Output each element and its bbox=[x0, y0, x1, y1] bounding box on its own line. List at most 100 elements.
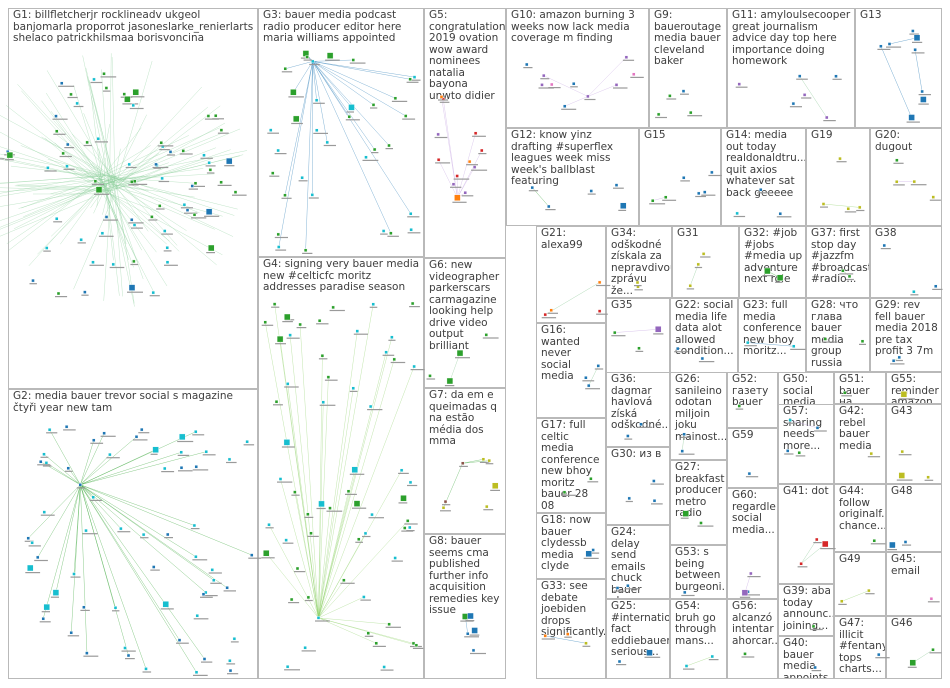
cluster-g54: G54: bruh go through mans... bbox=[670, 599, 727, 679]
cluster-label: G3: bauer media podcast radio producer e… bbox=[263, 10, 421, 45]
cluster-g31: G31 bbox=[672, 226, 739, 298]
cluster-g17: G17: full celtic media conference new bh… bbox=[536, 418, 606, 513]
cluster-g32: G32: #job #jobs #media up adventure next… bbox=[739, 226, 806, 298]
cluster-g51: G51: bauer на интерес... и тот... bbox=[834, 372, 886, 404]
cluster-label: G32: #job #jobs #media up adventure next… bbox=[744, 228, 803, 286]
cluster-g57: G57: sharing needs more... bbox=[778, 404, 834, 484]
cluster-label: G21: alexa99 bbox=[541, 228, 603, 251]
cluster-label: G29: rev fell bauer media 2018 pre tax p… bbox=[875, 300, 939, 358]
cluster-g7: G7: da em e queimadas q na estão média d… bbox=[424, 388, 506, 534]
cluster-g45: G45: email bbox=[886, 552, 942, 616]
cluster-g49: G49 bbox=[834, 552, 886, 616]
cluster-label: G54: bruh go through mans... bbox=[675, 601, 724, 647]
cluster-g25: G25: #internatio... fact eddiebauer seri… bbox=[606, 599, 670, 679]
cluster-g55: G55: reminder amazon forest... bbox=[886, 372, 942, 404]
cluster-label: G51: bauer на интерес... и тот... bbox=[839, 374, 883, 404]
cluster-label: G23: full media conference new bhoy mori… bbox=[743, 300, 803, 358]
cluster-label: G55: reminder amazon forest... bbox=[891, 374, 939, 404]
cluster-label: G28: что глава bauer media group russia … bbox=[811, 300, 867, 372]
cluster-label: G5: congratulations 2019 ovation wow awa… bbox=[429, 10, 503, 102]
cluster-g60: G60: regardle... social media... bbox=[727, 488, 778, 599]
cluster-label: G38 bbox=[875, 228, 939, 240]
cluster-g19: G19 bbox=[806, 128, 870, 226]
cluster-g10: G10: amazon burning 3 weeks now lack med… bbox=[506, 8, 649, 128]
cluster-g36: G36: dagmar havlová získá odškodné... bbox=[606, 372, 670, 447]
cluster-g21: G21: alexa99 bbox=[536, 226, 606, 323]
cluster-label: G42: rebel bauer media bbox=[839, 406, 883, 452]
cluster-g5: G5: congratulations 2019 ovation wow awa… bbox=[424, 8, 506, 258]
cluster-g2: G2: media bauer trevor social s magazine… bbox=[8, 389, 258, 679]
cluster-g20: G20: dugout bbox=[870, 128, 942, 226]
cluster-label: G7: da em e queimadas q na estão média d… bbox=[429, 390, 503, 448]
cluster-g42: G42: rebel bauer media bbox=[834, 404, 886, 484]
cluster-g43: G43 bbox=[886, 404, 942, 484]
cluster-g18: G18: now bauer clydessb media clyde bbox=[536, 513, 606, 579]
cluster-g4: G4: signing very bauer media new #celtic… bbox=[258, 257, 424, 679]
cluster-g22: G22: social media life data alot allowed… bbox=[670, 298, 738, 378]
cluster-label: G22: social media life data alot allowed… bbox=[675, 300, 735, 358]
cluster-label: G49 bbox=[839, 554, 883, 566]
cluster-label: G1: billfletcherjr rocklineadv ukgeol ba… bbox=[13, 10, 255, 45]
cluster-g46: G46 bbox=[886, 616, 942, 679]
cluster-label: G13 bbox=[860, 10, 939, 22]
cluster-label: G44: follow originalf... chance... bbox=[839, 486, 883, 532]
cluster-g35: G35 bbox=[606, 298, 670, 375]
cluster-label: G19 bbox=[811, 130, 867, 142]
cluster-g33: G33: see debate joebiden drops significa… bbox=[536, 579, 606, 679]
cluster-label: G9: baueroutage media bauer cleveland ba… bbox=[654, 10, 724, 68]
cluster-g59: G59 bbox=[727, 428, 778, 488]
cluster-g23: G23: full media conference new bhoy mori… bbox=[738, 298, 806, 378]
cluster-g38: G38 bbox=[870, 226, 942, 298]
cluster-label: G18: now bauer clydessb media clyde bbox=[541, 515, 603, 573]
cluster-g12: G12: know yinz drafting #superflex leagu… bbox=[506, 128, 639, 226]
cluster-g41: G41: dot bbox=[778, 484, 834, 584]
cluster-label: G45: email bbox=[891, 554, 939, 577]
cluster-g3: G3: bauer media podcast radio producer e… bbox=[258, 8, 424, 257]
cluster-label: G15 bbox=[644, 130, 718, 142]
cluster-label: G17: full celtic media conference new bh… bbox=[541, 420, 603, 512]
cluster-g6: G6: new videographer parkerscars carmaga… bbox=[424, 258, 506, 388]
cluster-label: G36: dagmar havlová získá odškodné... bbox=[611, 374, 667, 432]
cluster-g39: G39: aba today announc... joining... bbox=[778, 584, 834, 636]
cluster-label: G40: bauer media appoints... bbox=[783, 638, 831, 679]
cluster-g29: G29: rev fell bauer media 2018 pre tax p… bbox=[870, 298, 942, 372]
cluster-label: G33: see debate joebiden drops significa… bbox=[541, 581, 603, 639]
cluster-label: G30: из в bbox=[611, 449, 667, 461]
cluster-label: G60: regardle... social media... bbox=[732, 490, 775, 536]
cluster-g11: G11: amyloulsecooper great journalism ad… bbox=[727, 8, 855, 128]
cluster-label: G41: dot bbox=[783, 486, 831, 498]
cluster-g1: G1: billfletcherjr rocklineadv ukgeol ba… bbox=[8, 8, 258, 389]
cluster-label: G16: wanted never social media bbox=[541, 325, 603, 383]
cluster-label: G39: aba today announc... joining... bbox=[783, 586, 831, 632]
cluster-label: G34: odškodné získala za nepravdivou zpr… bbox=[611, 228, 669, 297]
cluster-label: G48 bbox=[891, 486, 939, 498]
cluster-g15: G15 bbox=[639, 128, 721, 226]
cluster-g56: G56: alcanzó intentar ahorcar... bbox=[727, 599, 778, 679]
cluster-g34: G34: odškodné získala za nepravdivou zpr… bbox=[606, 226, 672, 298]
cluster-label: G6: new videographer parkerscars carmaga… bbox=[429, 260, 503, 352]
cluster-label: G4: signing very bauer media new #celtic… bbox=[263, 259, 421, 294]
cluster-label: G59 bbox=[732, 430, 775, 442]
cluster-g40: G40: bauer media appoints... bbox=[778, 636, 834, 679]
cluster-g37: G37: first stop day #jazzfm #broadcast #… bbox=[806, 226, 870, 298]
cluster-label: G26: sanileino odotan miljoin joku maino… bbox=[675, 374, 724, 443]
cluster-label: G53: s being between burgeoni... bbox=[675, 547, 724, 593]
cluster-g26: G26: sanileino odotan miljoin joku maino… bbox=[670, 372, 727, 460]
cluster-label: G25: #internatio... fact eddiebauer seri… bbox=[611, 601, 667, 659]
cluster-g8: G8: bauer seems cma published further in… bbox=[424, 534, 506, 679]
cluster-label: G10: amazon burning 3 weeks now lack med… bbox=[511, 10, 646, 45]
cluster-label: G46 bbox=[891, 618, 939, 630]
cluster-label: G8: bauer seems cma published further in… bbox=[429, 536, 503, 617]
cluster-g52: G52: газету bauer bbox=[727, 372, 778, 428]
cluster-g44: G44: follow originalf... chance... bbox=[834, 484, 886, 552]
cluster-label: G35 bbox=[611, 300, 667, 312]
cluster-g28: G28: что глава bauer media group russia … bbox=[806, 298, 870, 372]
cluster-g14: G14: media out today realdonaldtru... qu… bbox=[721, 128, 806, 226]
cluster-label: G20: dugout bbox=[875, 130, 939, 153]
cluster-label: G31 bbox=[677, 228, 736, 240]
cluster-label: G24: delay send emails chuck bauer share… bbox=[611, 527, 667, 599]
cluster-g53: G53: s being between burgeoni... bbox=[670, 545, 727, 599]
cluster-g13: G13 bbox=[855, 8, 942, 128]
cluster-g48: G48 bbox=[886, 484, 942, 552]
